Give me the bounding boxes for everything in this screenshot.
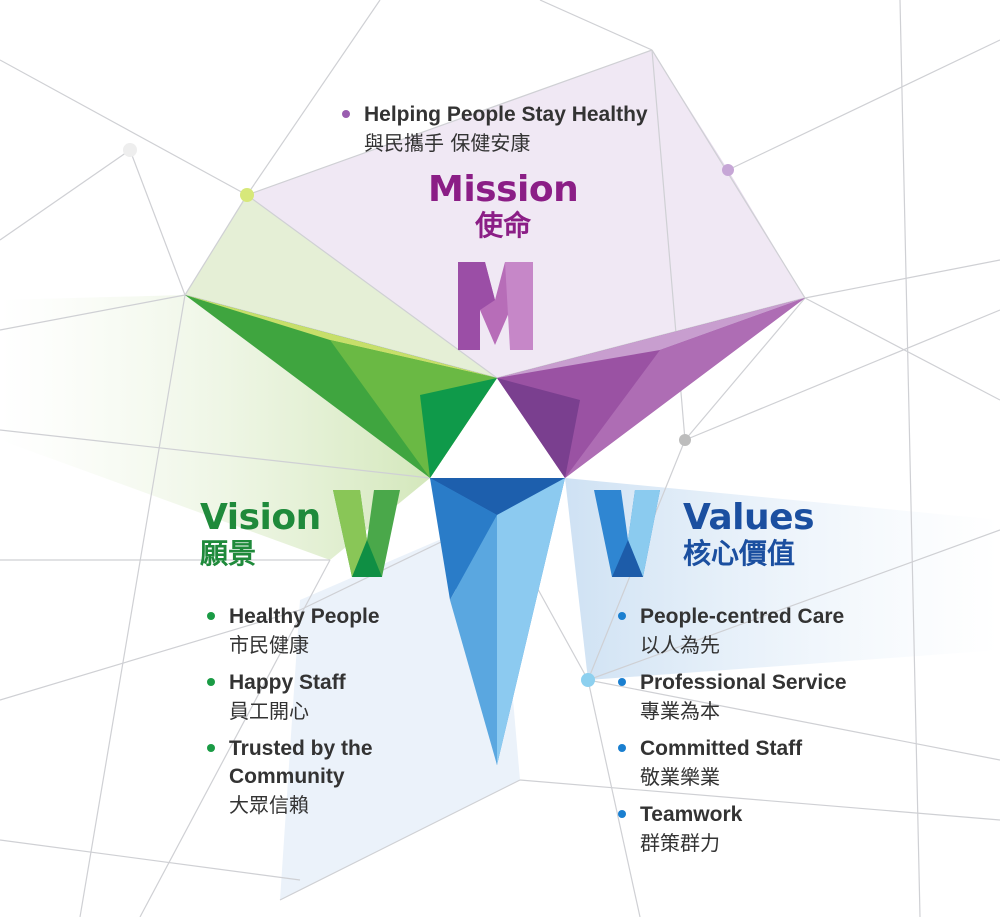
bullet-icon <box>207 678 215 686</box>
list-item: Happy Staff 員工開心 <box>207 669 447 725</box>
bg-green-panel <box>185 195 497 378</box>
bullet-icon <box>342 110 350 118</box>
bullet-icon <box>207 612 215 620</box>
purple-wing-shape <box>497 298 805 478</box>
values-title-zh: 核心價值 <box>683 537 796 570</box>
values-heading: Values 核心價值 <box>683 497 815 570</box>
network-dot-light <box>123 143 137 157</box>
list-item: Teamwork 群策群力 <box>618 801 918 857</box>
values-title: Values <box>683 497 815 538</box>
bullet-icon <box>618 612 626 620</box>
list-item: Healthy People 市民健康 <box>207 603 447 659</box>
green-wing-shape <box>185 295 497 478</box>
values-item-en: Teamwork <box>640 803 743 826</box>
values-item-zh: 群策群力 <box>640 831 720 855</box>
list-item: Committed Staff 敬業樂業 <box>618 735 918 791</box>
values-item-zh: 專業為本 <box>640 699 720 723</box>
bullet-icon <box>618 678 626 686</box>
vision-item-zh: 大眾信賴 <box>229 793 309 817</box>
mission-items-list: Helping People Stay Healthy 與民攜手 保健安康 <box>342 101 648 157</box>
mission-item-en: Helping People Stay Healthy <box>364 103 648 126</box>
mission-title-zh: 使命 <box>475 209 532 242</box>
bullet-icon <box>207 744 215 752</box>
values-item-en: Committed Staff <box>640 737 803 760</box>
values-items-list: People-centred Care 以人為先 Professional Se… <box>618 603 918 857</box>
vision-item-zh: 員工開心 <box>229 699 309 723</box>
bullet-icon <box>618 810 626 818</box>
network-dot-purple <box>722 164 734 176</box>
v-letter-blue-graphic <box>594 490 660 577</box>
vision-item-zh: 市民健康 <box>229 633 309 657</box>
vision-items-list: Healthy People 市民健康 Happy Staff 員工開心 Tru… <box>207 603 447 819</box>
vision-title-zh: 願景 <box>200 537 257 570</box>
values-item-zh: 以人為先 <box>640 633 720 657</box>
values-items-block: People-centred Care 以人為先 Professional Se… <box>618 603 918 867</box>
vision-item-en: Trusted by the Community <box>229 737 373 788</box>
vision-title: Vision <box>200 497 321 538</box>
network-dot-blue <box>581 673 595 687</box>
m-letter-graphic <box>458 262 533 350</box>
values-item-en: People-centred Care <box>640 605 845 628</box>
list-item: Helping People Stay Healthy 與民攜手 保健安康 <box>342 101 648 157</box>
vision-item-en: Happy Staff <box>229 671 346 694</box>
bg-blue-fade <box>565 478 1000 680</box>
blue-drop-shape <box>430 478 565 765</box>
values-item-zh: 敬業樂業 <box>640 765 720 789</box>
mission-heading: Mission 使命 <box>428 169 579 242</box>
vision-items-block: Healthy People 市民健康 Happy Staff 員工開心 Tru… <box>207 603 447 829</box>
mission-title: Mission <box>428 169 579 210</box>
bg-green-fade <box>0 295 430 560</box>
values-item-en: Professional Service <box>640 671 847 694</box>
vision-item-en: Healthy People <box>229 605 380 628</box>
bullet-icon <box>618 744 626 752</box>
list-item: People-centred Care 以人為先 <box>618 603 918 659</box>
network-dot-grey <box>679 434 691 446</box>
vision-heading: Vision 願景 <box>200 500 321 568</box>
network-dot-green <box>240 188 254 202</box>
v-letter-green-graphic <box>333 490 400 577</box>
list-item: Professional Service 專業為本 <box>618 669 918 725</box>
list-item: Trusted by the Community 大眾信賴 <box>207 735 447 819</box>
mission-item-zh: 與民攜手 保健安康 <box>364 131 531 155</box>
mission-items-block: Helping People Stay Healthy 與民攜手 保健安康 <box>342 101 648 167</box>
